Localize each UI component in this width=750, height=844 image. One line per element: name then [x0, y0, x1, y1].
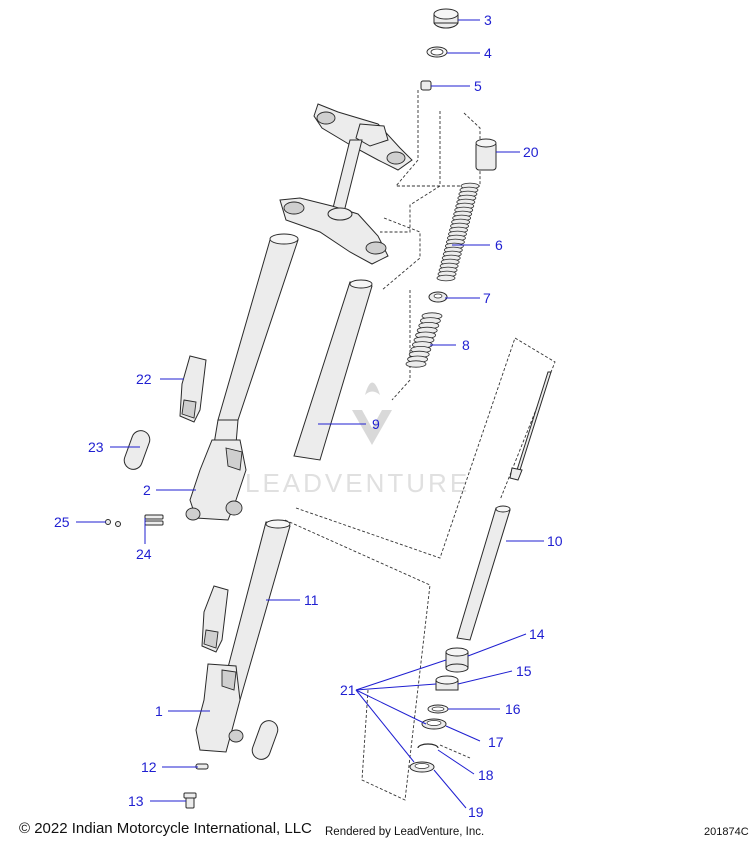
- part-snap-ring: [417, 743, 439, 749]
- part-damper-cartridge: [456, 371, 552, 641]
- part-upper-triple-clamp: [313, 103, 413, 171]
- part-lower-triple-clamp: [279, 197, 389, 265]
- callout-5: 5: [474, 78, 482, 94]
- part-small-bolt: [105, 519, 121, 527]
- part-spring-spacer: [428, 291, 448, 303]
- part-reflector-lower: [251, 720, 279, 760]
- assembly-dashed-lines: [284, 90, 556, 801]
- callout-6: 6: [495, 237, 503, 253]
- callout-1: 1: [155, 703, 163, 719]
- callout-7: 7: [483, 290, 491, 306]
- watermark-text: LEADVENTURE: [245, 468, 470, 498]
- part-steering-stem: [331, 139, 363, 213]
- callout-8: 8: [462, 337, 470, 353]
- callout-20: 20: [523, 144, 539, 160]
- spring-coil: [436, 274, 456, 282]
- part-slide-bushing: [435, 675, 459, 691]
- watermark-logo: LEADVENTURE: [245, 382, 470, 498]
- copyright-notice: © 2022 Indian Motorcycle International, …: [19, 820, 312, 837]
- part-fork-outer-tube-left: [213, 233, 299, 445]
- callout-22: 22: [136, 371, 152, 387]
- part-fork-guard-lower: [201, 585, 229, 653]
- part-washer-seal: [427, 704, 449, 714]
- part-oil-seal: [421, 718, 447, 730]
- part-main-spring: [436, 182, 480, 282]
- callout-19: 19: [468, 804, 484, 820]
- callout-17: 17: [488, 734, 504, 750]
- callout-25: 25: [54, 514, 70, 530]
- part-reflector-upper: [123, 430, 151, 470]
- callout-4: 4: [484, 45, 492, 61]
- callout-16: 16: [505, 701, 521, 717]
- diagram-code: 201874C: [704, 826, 749, 838]
- part-fork-cap: [475, 138, 497, 171]
- callout-18: 18: [478, 767, 494, 783]
- callout-15: 15: [516, 663, 532, 679]
- callout-10: 10: [547, 533, 563, 549]
- callout-14: 14: [529, 626, 545, 642]
- callout-13: 13: [128, 793, 144, 809]
- callout-23: 23: [88, 439, 104, 455]
- callout-12: 12: [141, 759, 157, 775]
- callout-11: 11: [304, 592, 319, 608]
- callout-labels: 3 4 5 20 6 7 8 9 10 11 1 12 13 14 15 16 …: [54, 12, 563, 820]
- part-lower-leg-left: [185, 439, 247, 521]
- part-axle-pinch-bolt: [183, 792, 197, 809]
- part-lower-leg-right: [195, 663, 244, 753]
- rendered-by-credit: Rendered by LeadVenture, Inc.: [325, 826, 485, 838]
- spring-coil: [405, 360, 427, 368]
- callout-21: 21: [340, 682, 356, 698]
- callout-2: 2: [143, 482, 151, 498]
- part-fork-guard-upper: [179, 355, 207, 423]
- callout-9: 9: [372, 416, 380, 432]
- part-nut: [433, 8, 459, 29]
- callout-24: 24: [136, 546, 152, 562]
- part-inner-tube: [293, 279, 373, 461]
- callout-leader-lines: [76, 19, 544, 809]
- part-washer: [426, 46, 448, 58]
- part-bushing: [420, 80, 432, 91]
- part-dust-seal: [409, 761, 435, 773]
- part-clamp-bolts: [144, 514, 164, 526]
- callout-3: 3: [484, 12, 492, 28]
- part-guide-bushing: [445, 647, 469, 673]
- part-secondary-spring: [405, 312, 443, 368]
